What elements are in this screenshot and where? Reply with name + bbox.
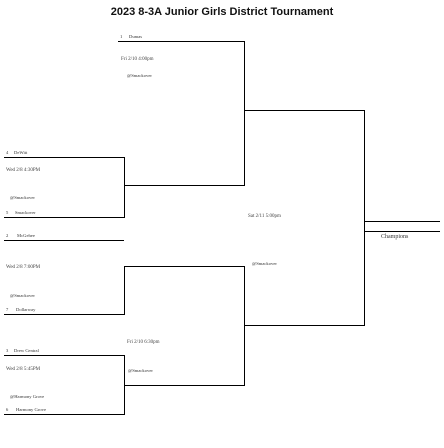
- team-harmony-grove: Harmony Grove: [16, 407, 46, 412]
- game-1-location: @Smackover: [10, 195, 35, 200]
- bracket-line: [118, 41, 244, 42]
- bracket-line: [4, 240, 124, 241]
- seed-6: 6: [6, 407, 9, 412]
- semi-1-datetime: Fri 2/10 4:00pm: [121, 57, 154, 62]
- team-drew-central: Drew Central: [14, 348, 39, 353]
- team-dewitt: DeWitt: [14, 150, 28, 155]
- team-dumas: Dumas: [129, 34, 143, 39]
- champion-label: Champions: [381, 234, 409, 240]
- game-2-location: @Smackover: [10, 293, 35, 298]
- bracket-line: [4, 414, 124, 415]
- bracket-line: [244, 110, 364, 111]
- bracket-line: [244, 266, 245, 386]
- game-3-datetime: Wed 2/8 5:45PM: [6, 367, 41, 372]
- seed-3: 3: [6, 348, 9, 353]
- team-mcgehee: McGehee: [17, 233, 35, 238]
- bracket-line: [124, 157, 125, 218]
- game-2-datetime: Wed 2/8 7:00PM: [6, 265, 41, 270]
- game-3-location: @Harmony Grove: [10, 394, 45, 399]
- game-1-datetime: Wed 2/8 4:30PM: [6, 168, 41, 173]
- bracket-line: [244, 41, 245, 186]
- final-location: @Smackover: [252, 261, 277, 266]
- bracket-line: [364, 231, 440, 232]
- bracket-line: [4, 217, 124, 218]
- seed-4: 4: [6, 150, 9, 155]
- bracket-line: [364, 221, 440, 222]
- bracket-line: [124, 385, 244, 386]
- bracket-line: [124, 266, 244, 267]
- bracket-line: [4, 157, 124, 158]
- seed-7: 7: [6, 307, 9, 312]
- bracket-line: [244, 325, 364, 326]
- bracket-line: [4, 355, 124, 356]
- bracket-line: [364, 110, 365, 326]
- semi-2-location: @Smackover: [128, 368, 153, 373]
- team-smackover: Smackover: [15, 210, 36, 215]
- page-title: 2023 8-3A Junior Girls District Tourname…: [110, 6, 334, 18]
- bracket-line: [4, 314, 124, 315]
- team-dollarway: Dollarway: [16, 307, 36, 312]
- seed-2: 2: [6, 233, 9, 238]
- final-datetime: Sat 2/11 5:00pm: [248, 214, 281, 219]
- bracket-line: [124, 185, 244, 186]
- semi-2-datetime: Fri 2/10 6:30pm: [127, 340, 160, 345]
- seed-1: 1: [120, 34, 123, 39]
- seed-5: 5: [6, 210, 9, 215]
- semi-1-location: @Smackover: [127, 73, 152, 78]
- bracket-line: [124, 266, 125, 315]
